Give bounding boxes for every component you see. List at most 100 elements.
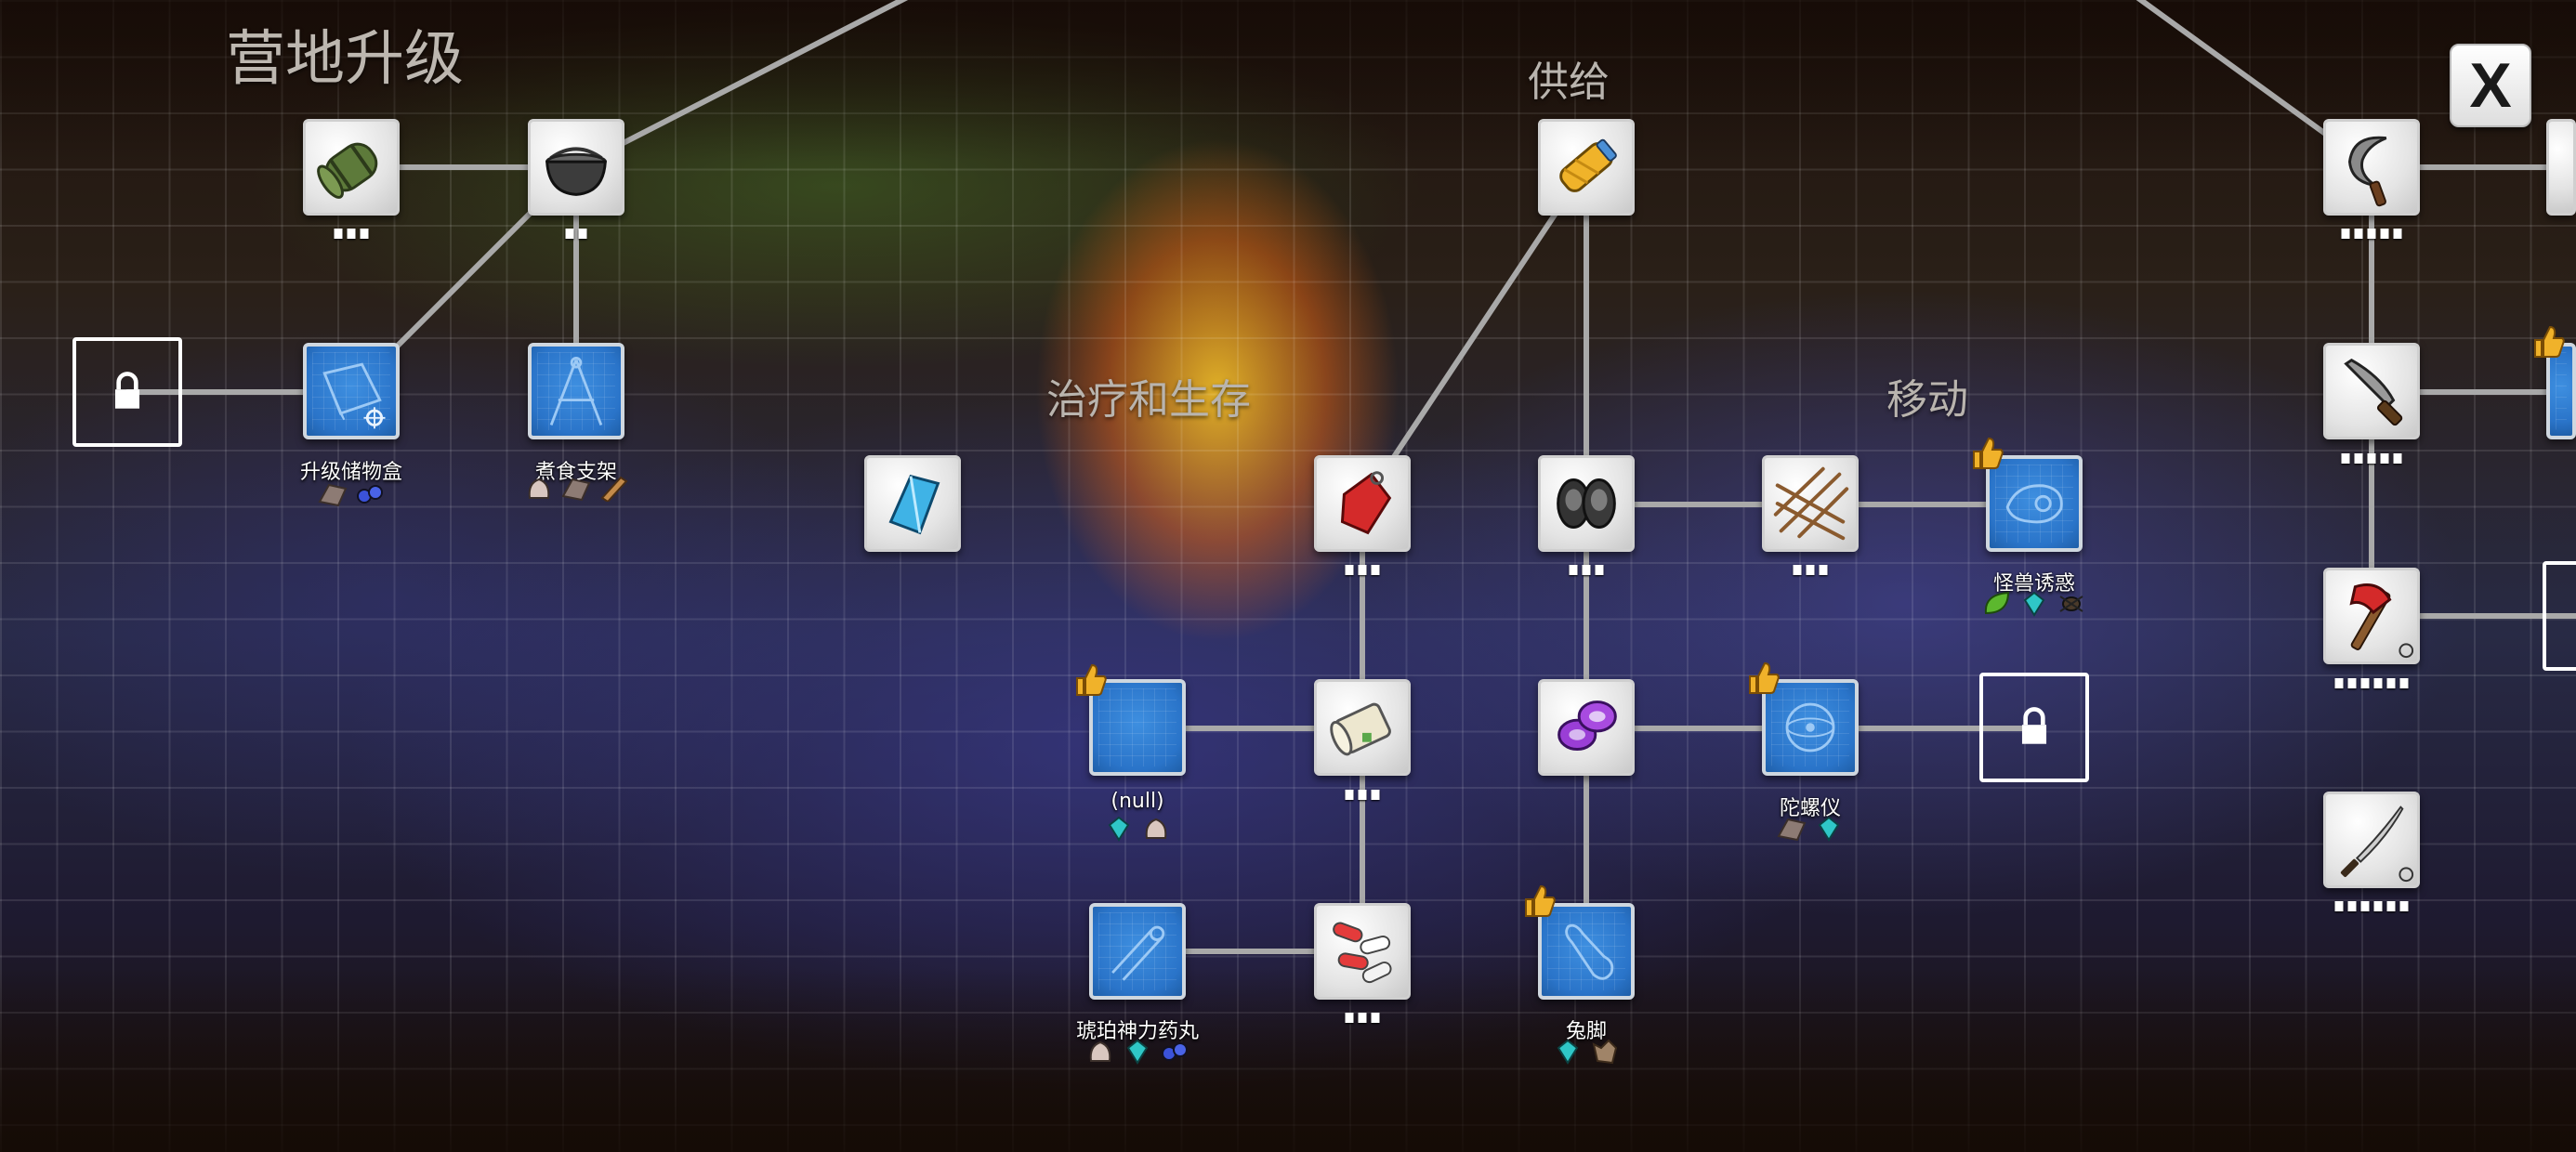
leaf-icon: [1984, 591, 2010, 615]
section-title-healing-survival: 治疗和生存: [1046, 376, 1251, 424]
supply-roll-node[interactable]: [1538, 119, 1635, 216]
knee-pads-hidden-label: [1569, 565, 1604, 575]
gem-icon: [1557, 1039, 1579, 1065]
link-supply-bloodbag: [1360, 164, 1589, 507]
amber-pill-blueprint-icon: [1111, 925, 1165, 981]
link-pot-offscreen: [573, 0, 909, 170]
section-title-movement: 移动: [1886, 376, 1968, 424]
offscreen-node-top[interactable]: [2546, 119, 2576, 216]
gyroscope-node[interactable]: [1762, 679, 1859, 776]
pills-node[interactable]: [1314, 903, 1411, 1000]
sickle-node[interactable]: [2323, 119, 2420, 216]
fire-axe-hidden-label: [2334, 678, 2409, 688]
gyroscope-blueprint-icon: [1785, 702, 1835, 753]
katana-icon: [2340, 805, 2414, 883]
gyroscope-costs: [1775, 814, 1846, 842]
thumbs-up-icon: [1520, 883, 1557, 920]
leather-icon: [1592, 1039, 1618, 1065]
sickle-icon: [2348, 136, 2387, 207]
cloth-icon: [1145, 818, 1167, 839]
amber-pill-costs: [1084, 1037, 1191, 1065]
section-title-supply: 供给: [1528, 59, 1610, 106]
cooking-rack-costs: [522, 474, 630, 502]
pills-icon: [1333, 922, 1392, 984]
bandage-hidden-label: [1345, 790, 1380, 800]
fire-axe-icon: [2349, 583, 2414, 659]
thumbs-up-icon: [1968, 435, 2005, 472]
katana-node[interactable]: [2323, 792, 2420, 888]
locked-node-movement[interactable]: [1979, 673, 2089, 782]
cooking-pot-icon: [545, 147, 607, 196]
rabbit-foot-blueprint-icon: [1565, 923, 1614, 980]
upgrade-storage-box-costs: [316, 479, 387, 507]
crystal-node[interactable]: [864, 455, 961, 552]
gyroscope-label: 陀螺仪: [1779, 797, 1842, 820]
rabbit-foot-costs: [1551, 1037, 1622, 1065]
offscreen-locked-node[interactable]: [2543, 561, 2576, 671]
machete-icon: [2344, 358, 2403, 426]
supply-roll-icon: [1559, 138, 1617, 192]
null-item-node[interactable]: [1089, 679, 1186, 776]
scrap-metal-icon: [1777, 818, 1807, 842]
stick-net-node[interactable]: [1762, 455, 1859, 552]
bandage-icon: [1330, 702, 1391, 756]
knee-pads-icon: [1557, 478, 1616, 529]
wood-plank-icon: [600, 476, 628, 502]
knee-pads-node[interactable]: [1538, 455, 1635, 552]
scrap-metal-icon: [318, 483, 348, 507]
monster-lure-blueprint-icon: [2005, 484, 2063, 524]
rabbit-foot-node[interactable]: [1538, 903, 1635, 1000]
bedroll-hidden-label: [334, 229, 369, 239]
sickle-hidden-label: [2341, 229, 2402, 239]
rabbit-foot-label: 兔脚: [1565, 1020, 1608, 1043]
lock-icon: [114, 372, 140, 409]
katana-hidden-label: [2334, 901, 2409, 911]
blood-bag-icon: [1340, 471, 1392, 535]
thumbs-up-icon: [1071, 661, 1109, 699]
section-title-camp-upgrade: 营地升级: [226, 25, 464, 94]
gem-icon: [1818, 816, 1840, 842]
lock-icon: [2021, 707, 2047, 744]
machete-node[interactable]: [2323, 343, 2420, 439]
stick-net-hidden-label: [1793, 565, 1828, 575]
bedroll-node[interactable]: [303, 119, 400, 216]
scrap-metal-icon: [561, 478, 591, 502]
stick-net-icon: [1773, 466, 1849, 541]
close-button[interactable]: X: [2450, 44, 2531, 127]
cloth-icon: [528, 478, 550, 499]
locked-node-camp[interactable]: [72, 337, 182, 447]
upgrade-storage-box-label: 升级储物盒: [299, 461, 403, 484]
blueberry-icon: [357, 485, 383, 504]
gem-icon: [1126, 1039, 1149, 1065]
blood-bag-node[interactable]: [1314, 455, 1411, 552]
fire-axe-node[interactable]: [2323, 568, 2420, 664]
bandage-node[interactable]: [1314, 679, 1411, 776]
cloth-icon: [1089, 1041, 1111, 1062]
upgrade-storage-box-node[interactable]: [303, 343, 400, 439]
bug-icon: [2059, 596, 2083, 612]
null-item-label: (null): [1111, 790, 1164, 813]
amber-pill-node[interactable]: [1089, 903, 1186, 1000]
cooking-pot-node[interactable]: [528, 119, 624, 216]
pills-hidden-label: [1345, 1013, 1380, 1023]
bedroll-icon: [317, 142, 378, 199]
monster-lure-node[interactable]: [1986, 455, 2083, 552]
storage-box-blueprint-icon: [322, 362, 386, 429]
gem-icon: [2023, 591, 2045, 617]
purple-bands-node[interactable]: [1538, 679, 1635, 776]
offscreen-node-blueprint[interactable]: [2546, 343, 2576, 439]
monster-lure-costs: [1980, 589, 2088, 617]
cooking-pot-hidden-label: [565, 229, 587, 239]
blood-bag-hidden-label: [1345, 565, 1380, 575]
thumbs-up-icon: [2530, 323, 2567, 360]
machete-hidden-label: [2341, 453, 2402, 464]
purple-bands-icon: [1557, 700, 1617, 751]
crystal-icon: [888, 474, 940, 535]
cooking-rack-node[interactable]: [528, 343, 624, 439]
null-item-costs: [1102, 814, 1173, 842]
thumbs-up-icon: [1744, 660, 1781, 697]
gem-icon: [1108, 816, 1130, 842]
blueberry-icon: [1162, 1042, 1188, 1061]
